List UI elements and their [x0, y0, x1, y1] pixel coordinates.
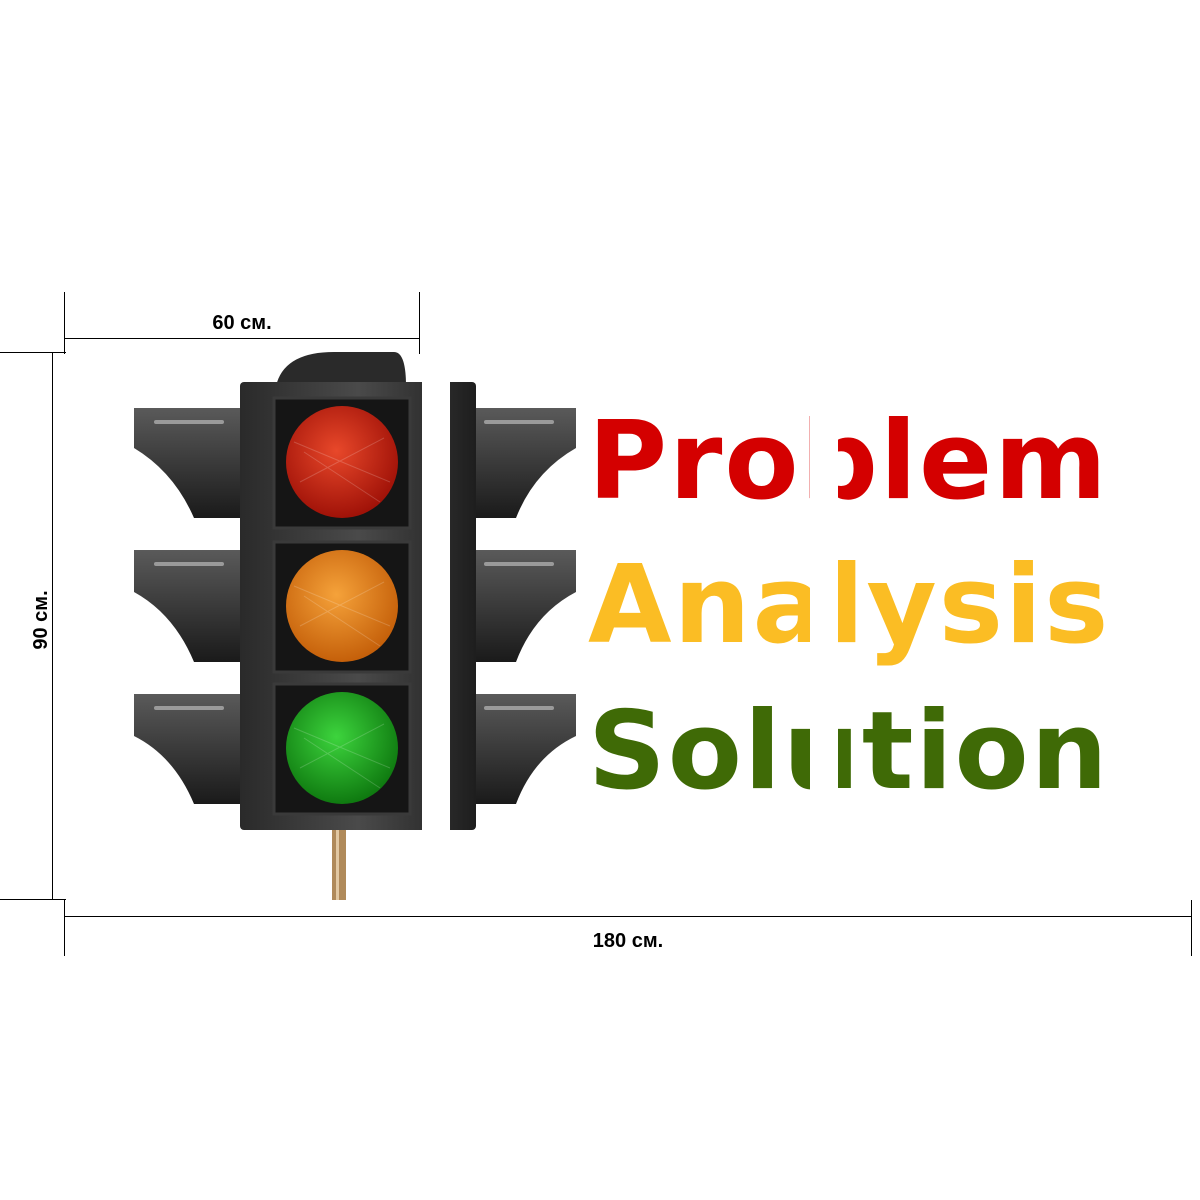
triptych-artwork: Problem Analysis Solution: [64, 352, 1196, 900]
panel-gap-2: [810, 352, 838, 900]
word-analysis: Analysis: [588, 543, 1111, 668]
green-light: [286, 692, 398, 804]
traffic-light-illustration: [134, 352, 576, 900]
dim-line-top: [64, 338, 420, 339]
panel-gap-1: [422, 352, 450, 900]
dim-tick-bottom-right: [1191, 900, 1192, 956]
left-wings: [134, 408, 254, 804]
dim-line-bottom: [64, 916, 1192, 917]
dim-tick-top-left: [64, 292, 65, 354]
dim-tick-bottom-left: [64, 900, 65, 956]
height-label: 90 см.: [30, 590, 52, 650]
dim-tick-top-right: [419, 292, 420, 354]
word-solution: Solution: [588, 689, 1110, 814]
panel-width-label: 60 см.: [212, 312, 272, 334]
dim-tick-left-top: [0, 352, 66, 353]
red-light: [286, 406, 398, 518]
top-cap: [276, 352, 406, 386]
dim-line-left: [52, 352, 53, 900]
dim-tick-left-bottom: [0, 899, 66, 900]
total-width-label: 180 см.: [592, 930, 664, 952]
word-problem: Problem: [588, 399, 1109, 524]
amber-light: [286, 550, 398, 662]
right-wings: [464, 408, 576, 804]
